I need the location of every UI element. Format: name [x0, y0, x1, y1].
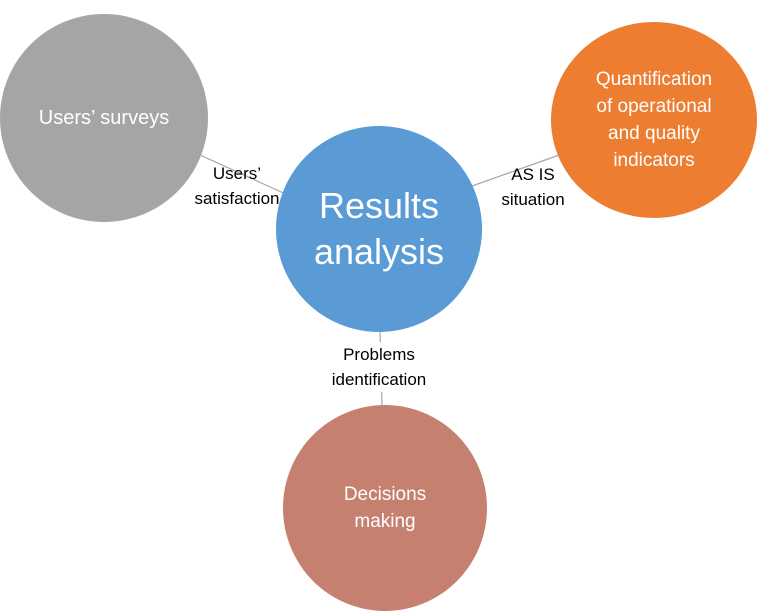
node-users-surveys: Users’ surveys: [0, 14, 208, 222]
node-results-analysis: Results analysis: [276, 126, 482, 332]
node-decisions-making-label: Decisions making: [343, 484, 427, 532]
node-results-analysis-label: Results analysis: [313, 185, 445, 272]
node-decisions-making: Decisions making: [283, 405, 487, 611]
edge-center-quantification: [471, 153, 563, 187]
edge-label-problems-identification: Problems identification: [318, 342, 440, 392]
node-quantification: Quantification of operational and qualit…: [551, 22, 757, 218]
edge-label-as-is-situation: AS IS situation: [501, 165, 565, 209]
node-users-surveys-label: Users’ surveys: [38, 107, 170, 129]
edge-surveys-center: [199, 154, 291, 197]
edge-label-users-satisfaction: Users’ satisfaction: [194, 164, 280, 208]
node-quantification-label: Quantification of operational and qualit…: [595, 69, 713, 171]
